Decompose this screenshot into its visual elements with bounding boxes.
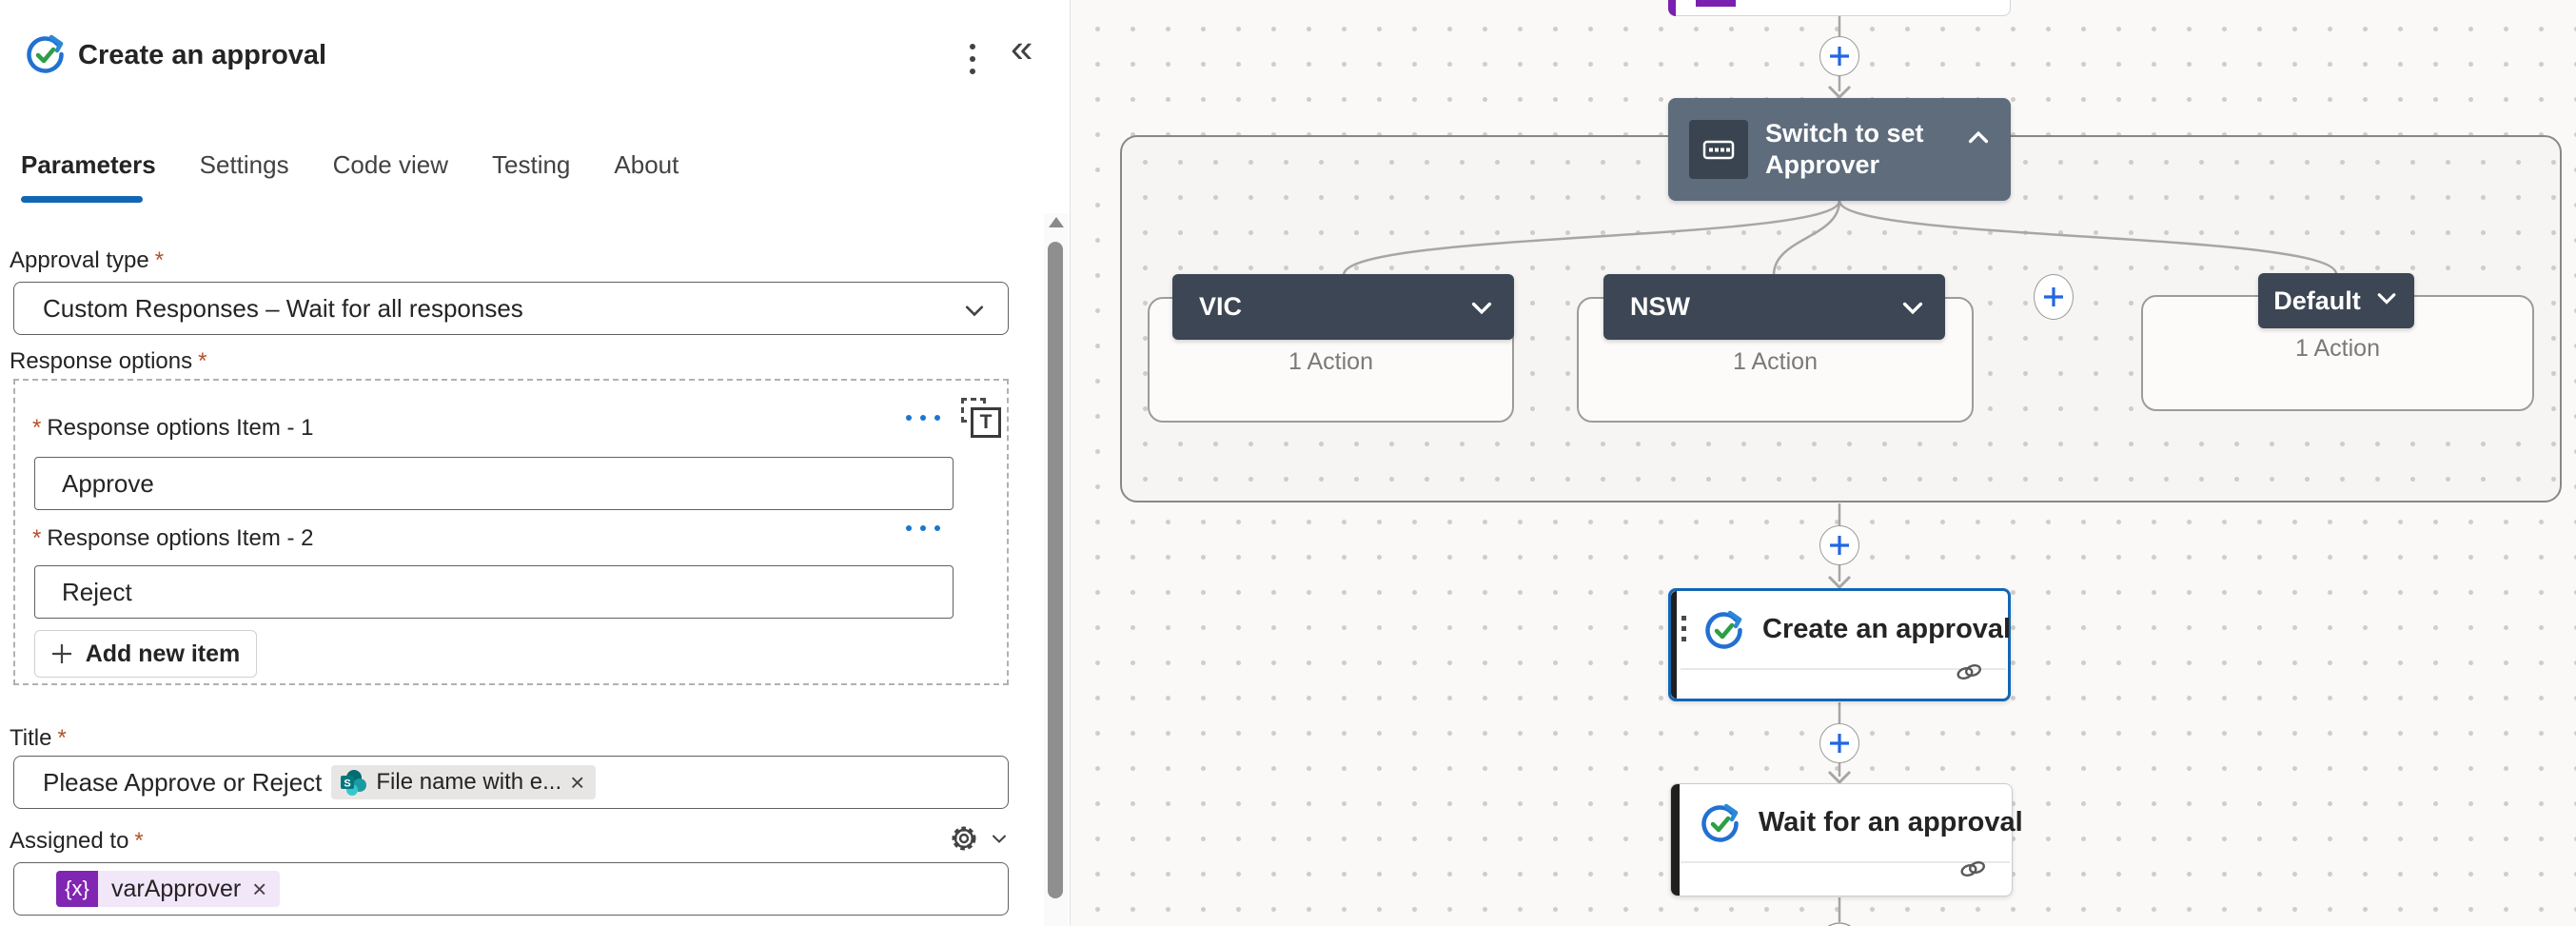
node-title: Create an approval <box>1762 614 2012 644</box>
action-config-panel: Create an approval « Parameters Settings… <box>0 0 1071 926</box>
scroll-up-icon[interactable] <box>1049 217 1064 227</box>
more-options-icon[interactable] <box>955 38 990 80</box>
plus-icon <box>1830 734 1849 753</box>
panel-tabs: Parameters Settings Code view Testing Ab… <box>21 150 678 193</box>
case-header-vic[interactable]: VIC <box>1172 274 1514 340</box>
sharepoint-icon: S <box>339 768 367 797</box>
case-header-default[interactable]: Default <box>2258 273 2414 328</box>
approval-type-value: Custom Responses – Wait for all response… <box>43 293 523 323</box>
dynamic-content-token[interactable]: S File name with e... × <box>331 765 597 799</box>
response-options-label: Response options* <box>10 348 207 374</box>
assigned-to-settings[interactable] <box>948 822 1009 859</box>
response-item-2-label: *Response options Item - 2 <box>32 525 314 551</box>
gear-icon[interactable] <box>948 822 980 859</box>
case-action-count: 1 Action <box>1733 348 1818 375</box>
chevron-down-icon[interactable] <box>1468 294 1495 327</box>
title-label: Title* <box>10 725 67 751</box>
approval-type-label: Approval type* <box>10 247 165 273</box>
remove-token-icon[interactable]: × <box>252 875 267 903</box>
ellipsis-icon[interactable] <box>900 409 946 426</box>
text-mode-letter: T <box>971 407 1001 438</box>
node-divider <box>1681 861 2010 863</box>
chevron-down-icon[interactable] <box>2374 286 2399 317</box>
variable-icon: {x} <box>56 871 98 907</box>
tab-code-view[interactable]: Code view <box>332 150 449 179</box>
node-divider <box>1681 668 2006 670</box>
scrollbar-thumb[interactable] <box>1048 242 1063 898</box>
remove-token-icon[interactable]: × <box>570 768 585 797</box>
insert-action-button-top[interactable] <box>1819 36 1859 76</box>
panel-title: Create an approval <box>78 40 327 70</box>
insert-action-button-middle[interactable] <box>1819 525 1859 565</box>
tab-settings[interactable]: Settings <box>199 150 289 179</box>
connection-link-icon[interactable] <box>1958 857 1987 886</box>
approvals-icon <box>1701 607 1747 653</box>
add-new-item-button[interactable]: Add new item <box>34 630 257 678</box>
drag-handle-icon[interactable] <box>1681 616 1686 641</box>
response-item-1-input[interactable] <box>34 457 954 510</box>
response-item-1-label: *Response options Item - 1 <box>32 415 314 441</box>
chevron-down-icon[interactable] <box>1899 294 1926 327</box>
plus-icon <box>2044 287 2063 306</box>
switch-node[interactable]: Switch to set Approver <box>1668 98 2011 201</box>
response-item-2-input[interactable] <box>34 565 954 619</box>
case-action-count: 1 Action <box>2295 335 2380 362</box>
connection-link-icon[interactable] <box>1955 660 1983 689</box>
tab-testing[interactable]: Testing <box>492 150 571 179</box>
svg-text:S: S <box>344 778 351 790</box>
insert-case-button[interactable] <box>2034 274 2074 320</box>
active-tab-indicator <box>21 196 143 203</box>
switch-icon <box>1689 120 1748 179</box>
chevron-up-icon[interactable] <box>1965 125 1992 156</box>
switch-node-title: Switch to set Approver <box>1765 119 1924 179</box>
ellipsis-icon[interactable] <box>900 520 946 537</box>
case-label: VIC <box>1199 292 1243 321</box>
case-label: NSW <box>1630 292 1690 321</box>
collapse-panel-icon[interactable]: « <box>1011 26 1033 70</box>
token-label: File name with e... <box>376 769 562 795</box>
wait-approval-node[interactable]: Wait for an approval <box>1670 783 2023 896</box>
node-title: Wait for an approval <box>1759 807 2023 837</box>
approvals-icon <box>23 31 69 82</box>
variable-token[interactable]: {x} varApprover × <box>56 871 281 907</box>
token-label: varApprover <box>111 875 242 902</box>
variable-icon <box>1696 0 1736 7</box>
create-approval-node[interactable]: Create an approval <box>1668 588 2011 701</box>
case-label: Default <box>2273 286 2361 315</box>
plus-icon <box>1830 536 1849 555</box>
approval-type-select[interactable]: Custom Responses – Wait for all response… <box>13 282 1009 335</box>
tab-about[interactable]: About <box>614 150 679 179</box>
plus-icon <box>51 644 71 663</box>
set-variable-node-partial[interactable] <box>1668 0 2011 16</box>
title-input[interactable]: Please Approve or Reject S File name wit… <box>13 756 1009 809</box>
case-action-count: 1 Action <box>1288 348 1373 375</box>
variable-accent-bar <box>1668 0 1676 16</box>
chevron-down-icon[interactable] <box>990 829 1009 853</box>
case-header-nsw[interactable]: NSW <box>1603 274 1945 340</box>
node-accent-bar <box>1671 591 1677 699</box>
node-accent-bar <box>1671 784 1680 896</box>
plus-icon <box>1830 47 1849 66</box>
insert-action-button-bottom[interactable] <box>1819 723 1859 763</box>
assigned-to-label: Assigned to* <box>10 828 144 854</box>
approvals-icon <box>1698 800 1743 846</box>
switch-to-array-icon[interactable]: T <box>959 398 1005 443</box>
title-text: Please Approve or Reject <box>43 767 323 797</box>
case-container-default[interactable]: 1 Action <box>2141 295 2534 411</box>
tab-parameters[interactable]: Parameters <box>21 150 156 179</box>
assigned-to-input[interactable]: {x} varApprover × <box>13 862 1009 916</box>
chevron-down-icon <box>962 298 987 327</box>
panel-scrollbar[interactable] <box>1044 213 1068 926</box>
